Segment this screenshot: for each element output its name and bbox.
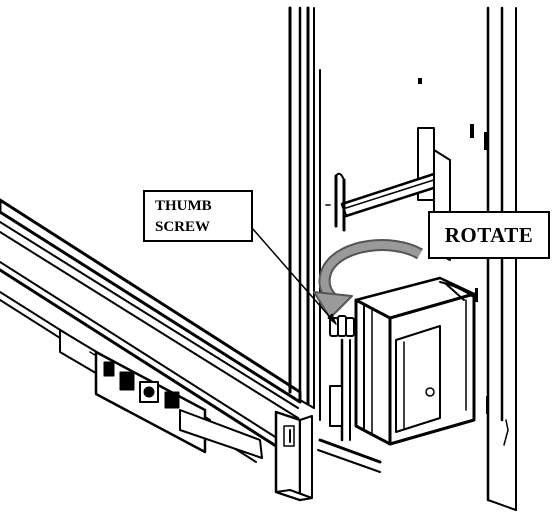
control-module <box>354 276 476 446</box>
thumb-screw-callout-line1: THUMB <box>155 198 212 214</box>
door-frame <box>288 6 315 409</box>
thumb-screw-callout-line2: SCREW <box>155 219 211 235</box>
thumb-screw-callout: THUMB SCREW <box>143 190 253 242</box>
lower-bracket <box>94 350 263 459</box>
curved-arrow-icon <box>313 239 423 319</box>
rotate-callout: ROTATE <box>428 211 550 259</box>
bottom-post <box>274 410 313 502</box>
rotate-callout-text: ROTATE <box>444 223 534 247</box>
thumb-screw-leader-line <box>251 227 337 325</box>
upper-bracket <box>325 127 451 261</box>
thumb-screw-assembly <box>317 315 382 473</box>
